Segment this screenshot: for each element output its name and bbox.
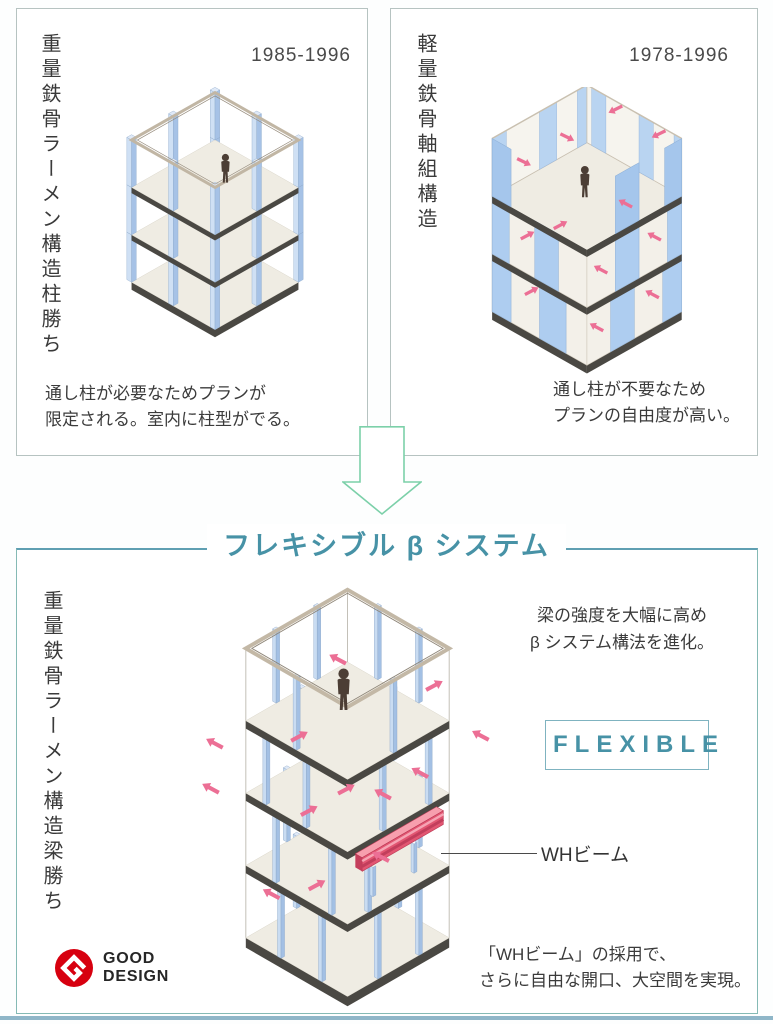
caption-line: 「WHビーム」の採用で、: [479, 945, 677, 964]
panel-wall-building-illustration: [491, 87, 683, 374]
improvement-note: 梁の強度を大幅に高め β システム構法を進化。: [511, 602, 733, 656]
beam-leader-line: [441, 853, 537, 854]
panel-title-vertical: 重量鉄骨ラーメン構造柱勝ち: [38, 33, 60, 358]
beta-system-heading: フレキシブル β システム: [0, 524, 773, 563]
roof-frame: [241, 587, 454, 710]
panel-caption: 通し柱が不要なため プランの自由度が高い。: [553, 377, 740, 428]
floor3-slab: [245, 734, 450, 860]
flexible-beta-system-panel: 重量鉄骨ラーメン構造梁勝ち: [16, 548, 758, 1014]
light-steel-frame-panel: 軽量鉄骨軸組構造 1978-1996: [390, 8, 758, 456]
heavy-steel-column-panel: 重量鉄骨ラーメン構造柱勝ち 1985-1996: [16, 8, 368, 456]
caption-line: さらに自由な開口、大空間を実現。: [479, 971, 751, 991]
panel-title-vertical: 軽量鉄骨軸組構造: [414, 33, 436, 233]
caption-line: 限定される。室内に柱型がでる。: [45, 409, 300, 429]
rigid-frame-building-illustration: [126, 87, 304, 338]
caption-line: 通し柱が不要なため: [553, 380, 706, 399]
award-line: GOOD: [103, 950, 156, 967]
story3-open-interior: [491, 87, 683, 235]
flexible-badge: FLEXIBLE: [545, 720, 718, 770]
beta-system-building-illustration: [199, 587, 492, 1007]
years-label: 1978-1996: [629, 45, 729, 66]
note-line: β システム構法を進化。: [530, 633, 714, 653]
heading-text: フレキシブル β システム: [207, 524, 566, 563]
caption-line: 通し柱が必要なためプランが: [45, 384, 266, 403]
award-line: DESIGN: [103, 968, 170, 986]
years-label: 1985-1996: [251, 45, 351, 66]
down-arrow-icon: [342, 426, 422, 516]
good-design-wordmark: GOOD DESIGN: [103, 950, 169, 987]
note-line: 梁の強度を大幅に高め: [537, 606, 707, 625]
bottom-divider-strip: [0, 1016, 773, 1020]
panel-title-vertical: 重量鉄骨ラーメン構造梁勝ち: [40, 590, 62, 915]
wh-beam-label: WHビーム: [541, 845, 630, 866]
roof-frame: [128, 90, 302, 190]
panel-caption: 「WHビーム」の採用で、 さらに自由な開口、大空間を実現。: [479, 942, 751, 995]
good-design-gmark-icon: [55, 949, 93, 987]
panel-caption: 通し柱が必要なためプランが 限定される。室内に柱型がでる。: [45, 381, 300, 432]
caption-line: プランの自由度が高い。: [553, 405, 740, 425]
